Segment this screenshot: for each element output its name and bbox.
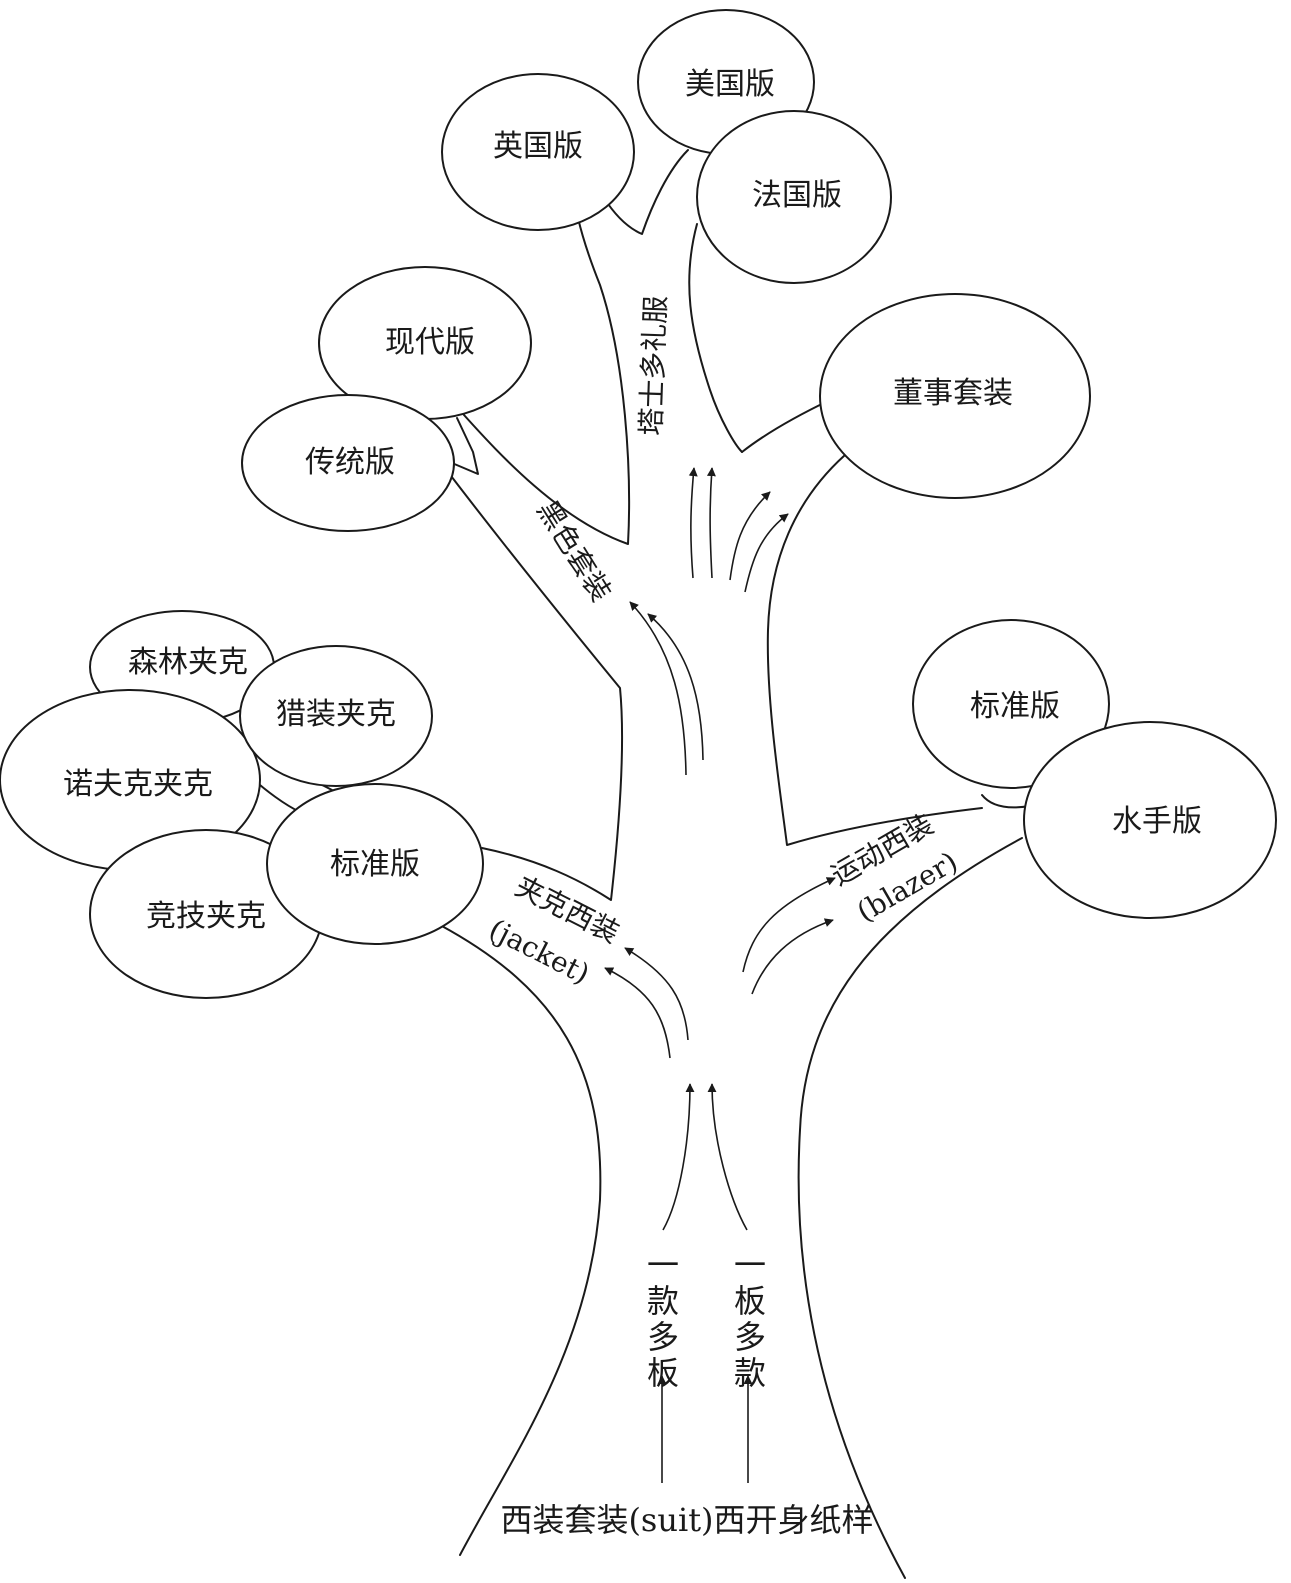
leaf-norfolk-label: 诺夫克夹克: [63, 767, 213, 802]
leaf-uk-label: 英国版: [493, 129, 583, 164]
trunk-right-edge: [797, 837, 1023, 1579]
arrow-method-left: [662, 1083, 695, 1231]
arrow-blazer-1: [742, 877, 836, 973]
leaf-director: 董事套装: [819, 293, 1091, 499]
arrow-jacket-1: [604, 967, 671, 1059]
flow-arrows: [604, 467, 836, 1483]
arrow-director-2: [744, 513, 789, 593]
leaf-forest-label: 森林夹克: [128, 645, 248, 680]
leaf-traditional-label: 传统版: [305, 445, 395, 480]
leaf-norfolk: 诺夫克夹克: [0, 689, 261, 871]
leaf-jacket-standard-label: 标准版: [330, 847, 420, 882]
modern-notch: [451, 417, 479, 475]
leaf-director-label: 董事套装: [893, 376, 1013, 411]
leaf-uk: 英国版: [441, 73, 635, 231]
tuxedo-notch: [603, 149, 689, 235]
tuxedo-right-edge: [688, 223, 743, 453]
leaf-france: 法国版: [696, 110, 892, 284]
leaf-hunting-label: 猎装夹克: [276, 697, 396, 732]
leaf-sport: 竞技夹克: [89, 829, 323, 999]
base-label: 西装套装(suit)西开身纸样: [500, 1501, 873, 1539]
arrow-method-right: [707, 1083, 748, 1231]
arrow-black-1: [629, 601, 687, 776]
leaf-sailor: 水手版: [1023, 721, 1277, 919]
arrow-jacket-2: [624, 947, 689, 1041]
arrow-tuxedo-2: [706, 467, 716, 579]
leaf-usa-label: 美国版: [685, 67, 775, 102]
trunk-left-edge: [439, 924, 602, 1556]
method-right-label: 一板多款: [729, 1248, 767, 1392]
leaf-sport-label: 竞技夹克: [146, 899, 266, 934]
blazer-notch: [981, 794, 1031, 809]
jacket-branch-upper-edge: [447, 471, 623, 901]
leaf-modern-label: 现代版: [385, 325, 475, 360]
branch-black-label: 黑色套装: [530, 495, 617, 607]
black-branch-upper-edge: [463, 217, 631, 545]
branch-tuxedo-label: 塔士多礼服: [635, 295, 673, 436]
leaf-hunting: 猎装夹克: [239, 645, 433, 787]
method-left-label: 一款多板: [642, 1248, 680, 1392]
arrow-tuxedo-1: [688, 467, 698, 579]
leaf-blazer-standard-label: 标准版: [970, 689, 1060, 724]
arrow-black-2: [647, 613, 704, 761]
leaf-france-label: 法国版: [752, 178, 842, 213]
leaf-sailor-label: 水手版: [1112, 804, 1202, 839]
arrow-blazer-2: [751, 918, 834, 995]
leaf-traditional: 传统版: [241, 394, 455, 532]
arrow-director-1: [729, 491, 771, 581]
leaf-blazer-standard: 标准版: [912, 619, 1110, 789]
leaf-jacket-standard: 标准版: [266, 783, 484, 945]
